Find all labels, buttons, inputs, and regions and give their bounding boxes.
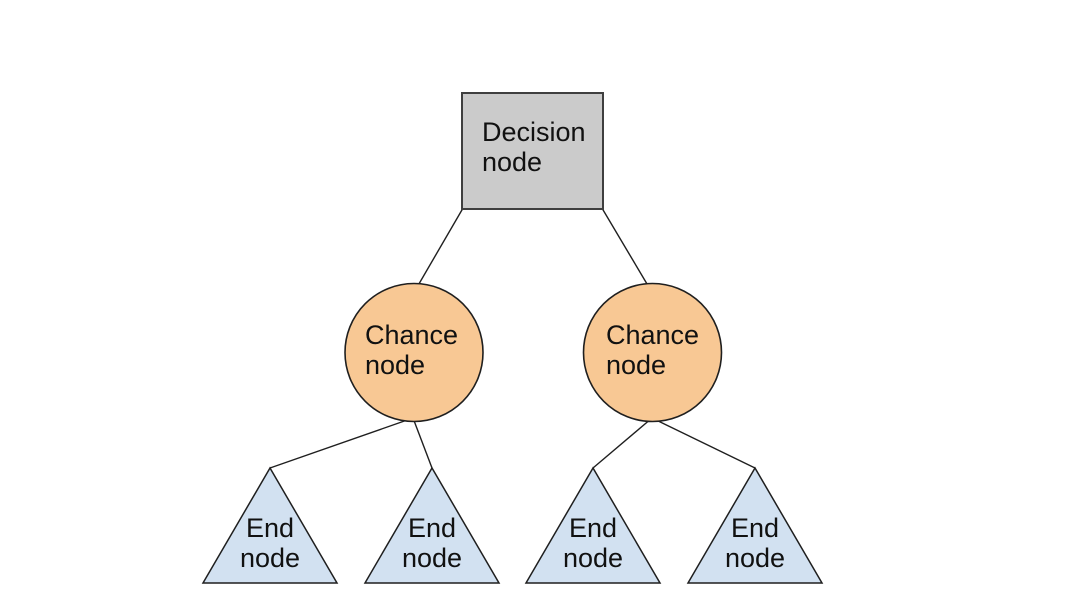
chance-node-right-shape	[582, 282, 723, 423]
edge-chance-right-to-end-3	[592, 417, 653, 469]
end-node-4-shape	[686, 466, 824, 584]
end-node-3-label: End node	[562, 513, 624, 573]
end-node-4-label: End node	[724, 513, 786, 573]
decision-node-shape	[461, 92, 604, 210]
edge-chance-left-to-end-2	[412, 417, 433, 469]
decision-node-label: Decision node	[482, 117, 586, 177]
edge-decision-to-chance-left	[415, 208, 464, 290]
chance-node-right-label: Chance node	[606, 320, 700, 380]
end-node-2-label: End node	[401, 513, 463, 573]
chance-node-left-label: Chance node	[365, 320, 459, 380]
end-node-1-label: End node	[239, 513, 301, 573]
edge-chance-left-to-end-1	[269, 417, 414, 469]
end-node-2-shape	[363, 466, 501, 584]
chance-node-left-shape	[344, 282, 484, 423]
end-node-3-shape	[524, 466, 662, 584]
end-node-1-shape	[201, 466, 339, 584]
edge-decision-to-chance-right	[601, 208, 651, 290]
edge-chance-right-to-end-4	[651, 417, 756, 469]
